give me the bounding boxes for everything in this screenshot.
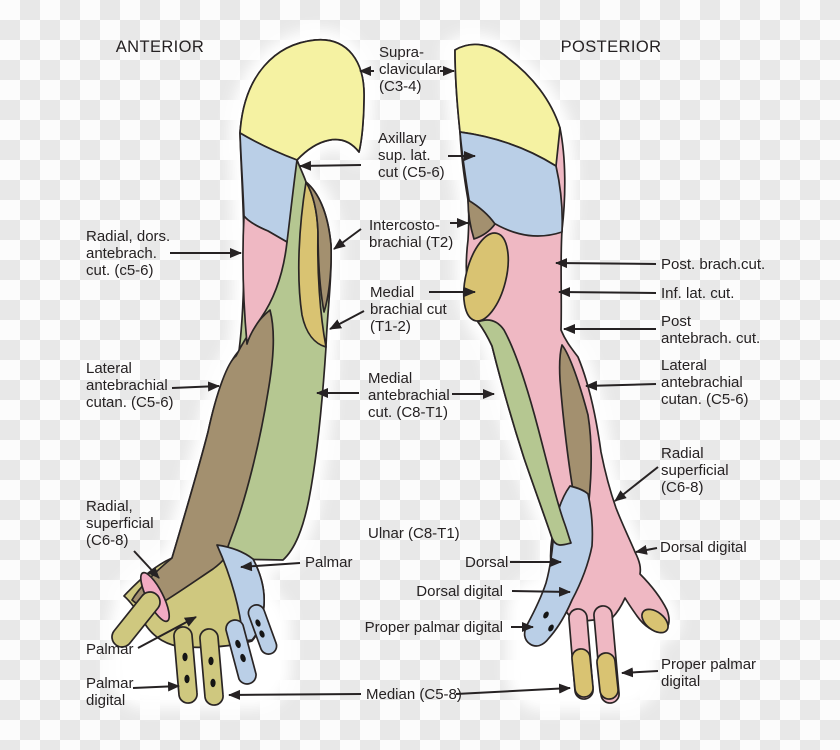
posterior-title: POSTERIOR	[560, 38, 662, 56]
thumb-post-tip	[641, 608, 669, 634]
label-median: Median (C5-8)	[366, 686, 462, 703]
region-axillary-post	[459, 131, 564, 237]
label-medial-brachial: Medial brachial cut (T1-2)	[370, 284, 447, 335]
label-ulnar: Ulnar (C8-T1)	[368, 525, 460, 542]
finger-thumb	[111, 591, 161, 648]
leader-arrow	[137, 616, 197, 649]
finger-ring	[225, 619, 257, 685]
leader-arrow	[299, 160, 362, 171]
label-post-brachial: Post. brach.cut.	[661, 256, 766, 273]
label-lateral-antebrachial-left: Lateral antebrachial cutan. (C5-6)	[86, 360, 174, 411]
label-palmar-digital-left: Palmar digital	[86, 675, 134, 709]
finger-post-1-tip	[571, 648, 594, 698]
leader-arrow	[228, 689, 362, 700]
finger-pinky	[247, 604, 278, 655]
leader-arrow	[585, 380, 657, 391]
region-medial-antebrachial-post	[477, 319, 572, 546]
label-radial-superficial-right: Radial superficial (C6-8)	[661, 445, 729, 496]
leader-arrow	[333, 228, 362, 250]
label-proper-palmar-digital-right: Proper palmar digital	[661, 656, 757, 690]
leader-arrow	[133, 550, 160, 579]
label-supraclavicular: Supra- clavicular (C3-4)	[379, 44, 442, 95]
region-medial-brachial-post	[462, 232, 510, 322]
label-radial-superficial-left: Radial, superficial (C6-8)	[86, 498, 154, 549]
leader-arrow	[621, 667, 659, 678]
label-palmar-center: Palmar	[305, 554, 353, 571]
leader-arrow	[635, 545, 658, 555]
region-intercostobrachial	[305, 181, 333, 313]
leader-arrow	[555, 258, 657, 269]
label-axillary: Axillary sup. lat. cut (C5-6)	[378, 130, 445, 181]
label-intercostobrachial: Intercosto- brachial (T2)	[369, 217, 454, 251]
label-palmar-left: Palmar	[86, 641, 134, 658]
posterior-arm	[454, 43, 670, 704]
anterior-title: ANTERIOR	[115, 38, 205, 56]
finger-dots-post	[543, 611, 554, 632]
leader-arrow	[132, 681, 180, 692]
label-medial-antebrachial: Medial antebrachial cut. (C8-T1)	[368, 370, 450, 421]
leader-arrow	[614, 466, 659, 502]
leader-arrow	[511, 586, 571, 597]
leader-arrow	[329, 310, 365, 330]
finger-dots	[182, 619, 265, 688]
region-intercostobrachial-post	[467, 199, 496, 240]
label-lateral-antebrachial-right: Lateral antebrachial cutan. (C5-6)	[661, 357, 749, 408]
finger-post-2-tip	[596, 652, 619, 700]
label-radial-dorsal-antebrachial: Radial, dors. antebrach. cut. (c5-6)	[86, 228, 171, 279]
leader-arrow	[171, 381, 220, 392]
leader-arrow	[558, 287, 657, 298]
leader-arrows	[132, 66, 659, 700]
label-inf-lateral: Inf. lat. cut.	[661, 285, 735, 302]
leader-arrow	[455, 683, 571, 695]
finger-middle	[199, 628, 224, 706]
label-dorsal-digital-center: Dorsal digital	[416, 583, 503, 600]
label-post-antebrachial: Post antebrach. cut.	[661, 313, 761, 347]
label-proper-palmar-digital-center: Proper palmar digital	[364, 619, 503, 636]
label-dorsal-center: Dorsal	[465, 554, 509, 571]
leader-arrow	[240, 561, 301, 572]
label-dorsal-digital-right: Dorsal digital	[660, 539, 747, 556]
region-radial-dorsal	[242, 215, 288, 345]
